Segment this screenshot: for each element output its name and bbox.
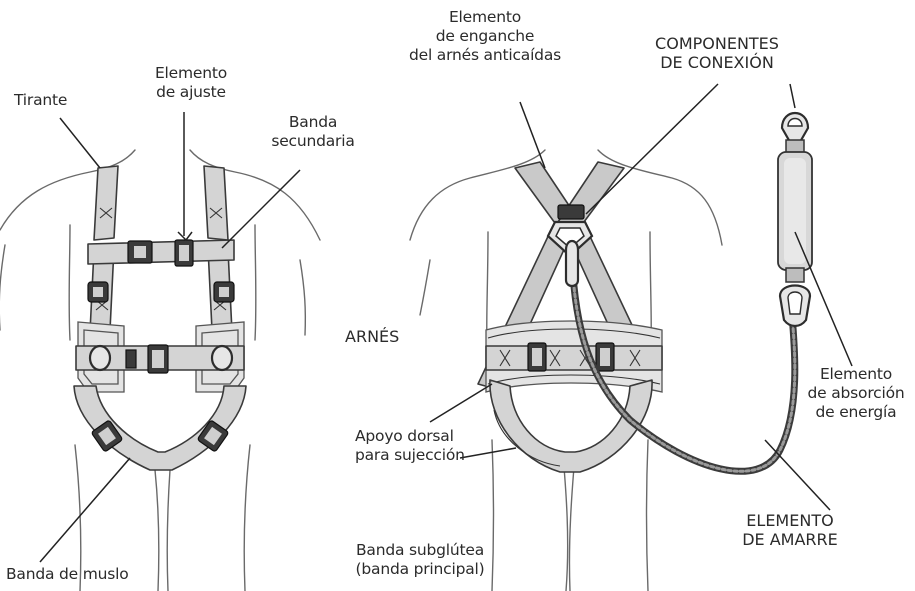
label-elemento-absorcion: Elemento de absorción de energía	[800, 365, 912, 422]
chest-band	[88, 240, 234, 264]
label-elemento-enganche-line1: Elemento	[385, 8, 585, 27]
label-banda-secundaria-line1: Banda	[258, 113, 368, 132]
label-componentes-conexion: COMPONENTES DE CONEXIÓN	[622, 34, 812, 72]
front-view-figure	[0, 150, 320, 591]
label-elemento-ajuste-line2: de ajuste	[136, 83, 246, 102]
label-tirante: Tirante	[14, 91, 67, 110]
label-banda-secundaria: Banda secundaria	[258, 113, 368, 151]
label-apoyo-dorsal-line1: Apoyo dorsal	[355, 427, 465, 446]
back-x-strap-right	[558, 162, 624, 230]
label-banda-muslo: Banda de muslo	[6, 565, 129, 584]
label-elemento-amarre: ELEMENTO DE AMARRE	[720, 511, 860, 549]
right-shoulder-strap	[204, 166, 228, 240]
label-amarre-line1: ELEMENTO	[720, 511, 860, 530]
energy-absorber	[778, 113, 812, 326]
label-absorcion-line3: de energía	[800, 403, 912, 422]
label-banda-subglutea-line1: Banda subglútea	[340, 541, 500, 560]
subgluteal-band	[490, 380, 652, 472]
label-apoyo-dorsal: Apoyo dorsal para sujección	[355, 427, 465, 465]
back-view-figure	[410, 150, 722, 591]
label-banda-subglutea: Banda subglútea (banda principal)	[340, 541, 500, 579]
label-absorcion-line2: de absorción	[800, 384, 912, 403]
label-absorcion-line1: Elemento	[800, 365, 912, 384]
left-shoulder-strap	[94, 166, 118, 240]
label-componentes-line2: DE CONEXIÓN	[622, 53, 812, 72]
label-componentes-line1: COMPONENTES	[622, 34, 812, 53]
label-elemento-ajuste: Elemento de ajuste	[136, 64, 246, 102]
label-amarre-line2: DE AMARRE	[720, 530, 860, 549]
label-banda-secundaria-line2: secundaria	[258, 132, 368, 151]
label-arnes: ARNÉS	[345, 327, 399, 346]
label-elemento-ajuste-line1: Elemento	[136, 64, 246, 83]
label-banda-subglutea-line2: (banda principal)	[340, 560, 500, 579]
label-elemento-enganche: Elemento de enganche del arnés anticaída…	[385, 8, 585, 65]
label-apoyo-dorsal-line2: para sujección	[355, 446, 465, 465]
label-elemento-enganche-line3: del arnés anticaídas	[385, 46, 585, 65]
label-elemento-enganche-line2: de enganche	[385, 27, 585, 46]
